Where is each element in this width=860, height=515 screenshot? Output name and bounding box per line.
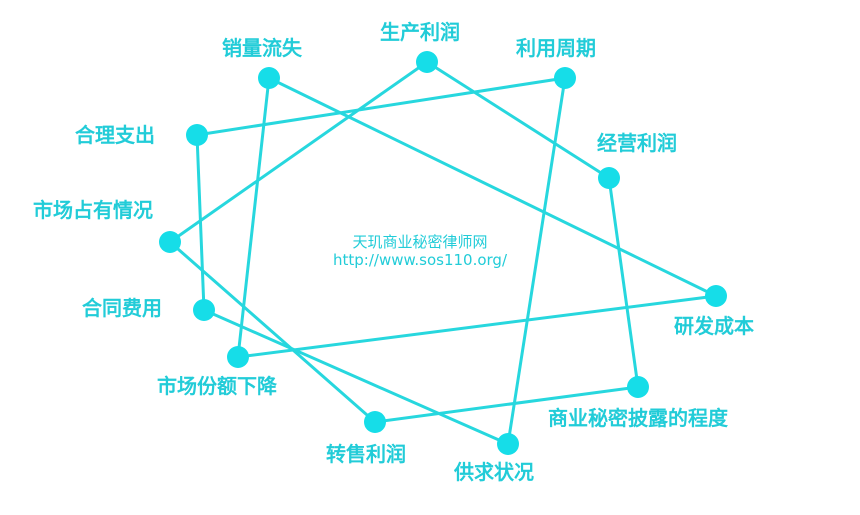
node-label-n11: 合理支出 [75, 123, 155, 147]
edge-n9-n11 [195, 133, 206, 312]
node-label-n3: 经营利润 [597, 131, 677, 155]
node-dot-n6 [497, 433, 519, 455]
edge-n7-n10 [168, 240, 377, 424]
node-dot-n5 [627, 376, 649, 398]
node-label-n6: 供求状况 [454, 460, 534, 484]
edge-n6-n9 [202, 308, 510, 446]
node-dot-n3 [598, 167, 620, 189]
node-dot-n8 [227, 346, 249, 368]
node-dot-n10 [159, 231, 181, 253]
edge-n4-n8 [236, 294, 718, 359]
edge-n3-n5 [607, 176, 640, 389]
node-layer [159, 51, 727, 455]
node-label-n10: 市场占有情况 [33, 198, 153, 222]
node-label-n8: 市场份额下降 [157, 374, 277, 398]
node-dot-n2 [554, 67, 576, 89]
node-label-n9: 合同费用 [82, 296, 162, 320]
node-dot-n1 [416, 51, 438, 73]
node-dot-n11 [186, 124, 208, 146]
edge-n11-n2 [195, 76, 567, 137]
node-label-n12: 销量流失 [222, 36, 302, 60]
node-dot-n12 [258, 67, 280, 89]
watermark-title: 天玑商业秘密律师网 [352, 233, 488, 251]
node-label-n1: 生产利润 [380, 20, 460, 44]
edge-n2-n6 [506, 76, 567, 446]
watermark-url: http://www.sos110.org/ [332, 251, 508, 269]
node-label-n4: 研发成本 [674, 314, 754, 338]
node-label-n7: 转售利润 [326, 442, 406, 466]
node-dot-n4 [705, 285, 727, 307]
node-label-n2: 利用周期 [516, 36, 596, 60]
edge-n1-n3 [425, 60, 611, 180]
edge-n12-n4 [267, 76, 718, 298]
node-label-n5: 商业秘密披露的程度 [548, 406, 728, 430]
node-dot-n7 [364, 411, 386, 433]
edge-n5-n7 [373, 385, 640, 424]
edge-n10-n1 [168, 60, 429, 244]
edge-layer [168, 60, 718, 446]
node-dot-n9 [193, 299, 215, 321]
